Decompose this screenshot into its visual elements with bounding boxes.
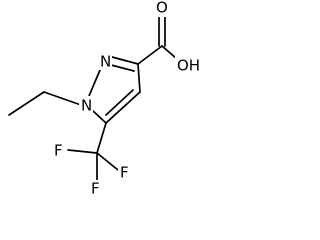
atom-oh: OH <box>177 57 200 75</box>
bond-c4-c5-outer <box>105 91 141 124</box>
bond-c3-cooh <box>137 45 163 65</box>
bond-ch3-ch2 <box>8 91 45 116</box>
atom-n-ethyl: N <box>81 97 92 115</box>
ethyl-group <box>8 91 82 116</box>
bond-c4-c5-inner <box>105 89 134 116</box>
chemical-structure: N N OH O F F F <box>8 0 207 198</box>
atom-f-left: F <box>54 142 63 160</box>
atom-f-right: F <box>120 164 129 182</box>
trifluoromethyl-group <box>67 122 119 181</box>
bond-c3-c4 <box>137 63 141 93</box>
bond-n2-c3-inner <box>110 64 135 72</box>
atom-o-carbonyl: O <box>156 0 168 17</box>
bond-n2-c3-outer <box>111 56 139 65</box>
bond-cf3-f-left <box>67 149 98 154</box>
bond-c-oh <box>161 45 178 60</box>
atom-f-bottom: F <box>91 180 100 198</box>
carboxylic-acid-group <box>137 13 178 65</box>
bond-ch2-n1 <box>43 91 82 106</box>
atom-labels: N N OH O F F F <box>52 0 207 198</box>
bond-n1-n2 <box>88 69 101 97</box>
bond-cf3-f-right <box>96 152 119 171</box>
bond-c5-n1 <box>91 109 107 124</box>
atom-n-ring: N <box>100 53 111 71</box>
pyrazole-ring <box>88 56 141 124</box>
bond-c5-cf3 <box>96 122 107 154</box>
